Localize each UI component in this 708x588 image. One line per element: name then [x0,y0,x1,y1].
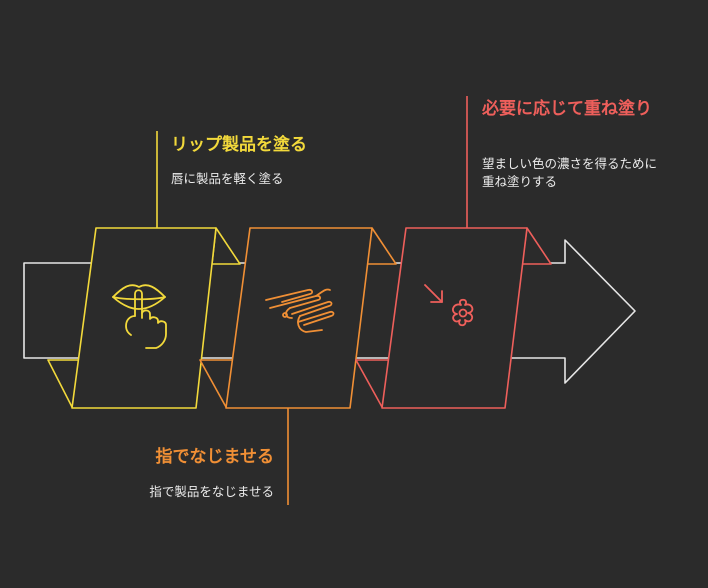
step-2-description: 指で製品をなじませる [149,484,274,499]
step-1-title: リップ製品を塗る [171,135,307,155]
arrow-sparkle-icon [424,284,474,327]
step-3-panel [355,227,552,409]
step-3-title: 必要に応じて重ね塗り [482,99,652,119]
step-1-description: 唇に製品を軽く塗る [171,171,284,186]
step-1-card [71,227,217,409]
step-3-description: 望ましい色の濃さを得るために重ね塗りする [482,156,658,189]
hand-blend-icon [265,288,335,333]
step-1-panel [47,227,241,409]
step-3-card [381,227,528,409]
step-2-title: 指でなじませる [155,447,275,467]
lips-finger-icon [112,284,167,349]
